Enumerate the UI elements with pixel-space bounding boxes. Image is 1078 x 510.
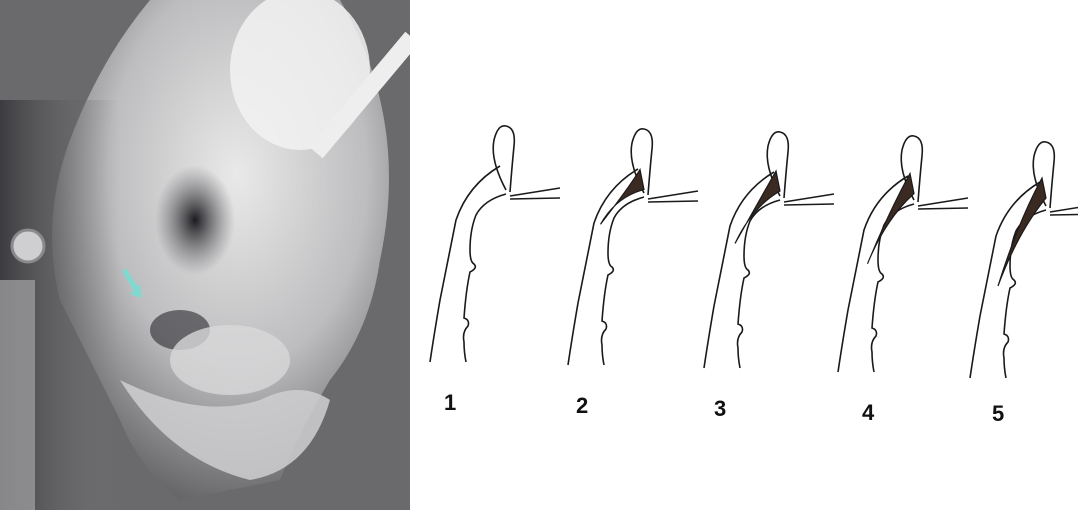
- palate-line-lower: [510, 198, 560, 199]
- adenoid-mass: [868, 174, 915, 264]
- stage-label-5: 5: [992, 401, 1004, 427]
- stage-sketch-2: [568, 129, 698, 365]
- palate-line-lower: [648, 201, 698, 202]
- palate-line-upper: [648, 191, 698, 199]
- airway-inner-outline: [1004, 210, 1047, 378]
- stage-sketch-3: [704, 132, 834, 368]
- palate-line-upper: [510, 188, 560, 196]
- stages-svg: [418, 0, 1078, 510]
- airway-inner-outline: [464, 194, 507, 362]
- stage-label-1: 1: [444, 390, 456, 416]
- palate-line-upper: [784, 194, 834, 202]
- stage-sketch-4: [838, 136, 968, 372]
- palate-line-lower: [1050, 214, 1078, 215]
- pharyngeal-wall-outline: [568, 169, 638, 365]
- palate-line-upper: [918, 198, 968, 206]
- palate-line-upper: [1050, 204, 1078, 212]
- xray-image: [0, 0, 410, 510]
- airway-inner-outline: [872, 204, 915, 372]
- airway-inner-outline: [602, 197, 645, 365]
- pharyngeal-wall-outline: [430, 166, 500, 362]
- soft-palate-outline: [493, 126, 514, 192]
- stage-sketch-5: [970, 142, 1078, 378]
- palate-line-lower: [918, 208, 968, 209]
- stage-label-3: 3: [714, 396, 726, 422]
- adenoid-mass: [998, 178, 1046, 286]
- stage-label-2: 2: [576, 393, 588, 419]
- adenoid-mass: [735, 171, 780, 244]
- stages-diagram: 1 2 3 4 5: [418, 0, 1078, 510]
- airway-inner-outline: [738, 200, 781, 368]
- palate-line-lower: [784, 204, 834, 205]
- stage-label-4: 4: [862, 400, 874, 426]
- xray-illustration: [0, 0, 410, 510]
- stage-sketch-1: [430, 126, 560, 362]
